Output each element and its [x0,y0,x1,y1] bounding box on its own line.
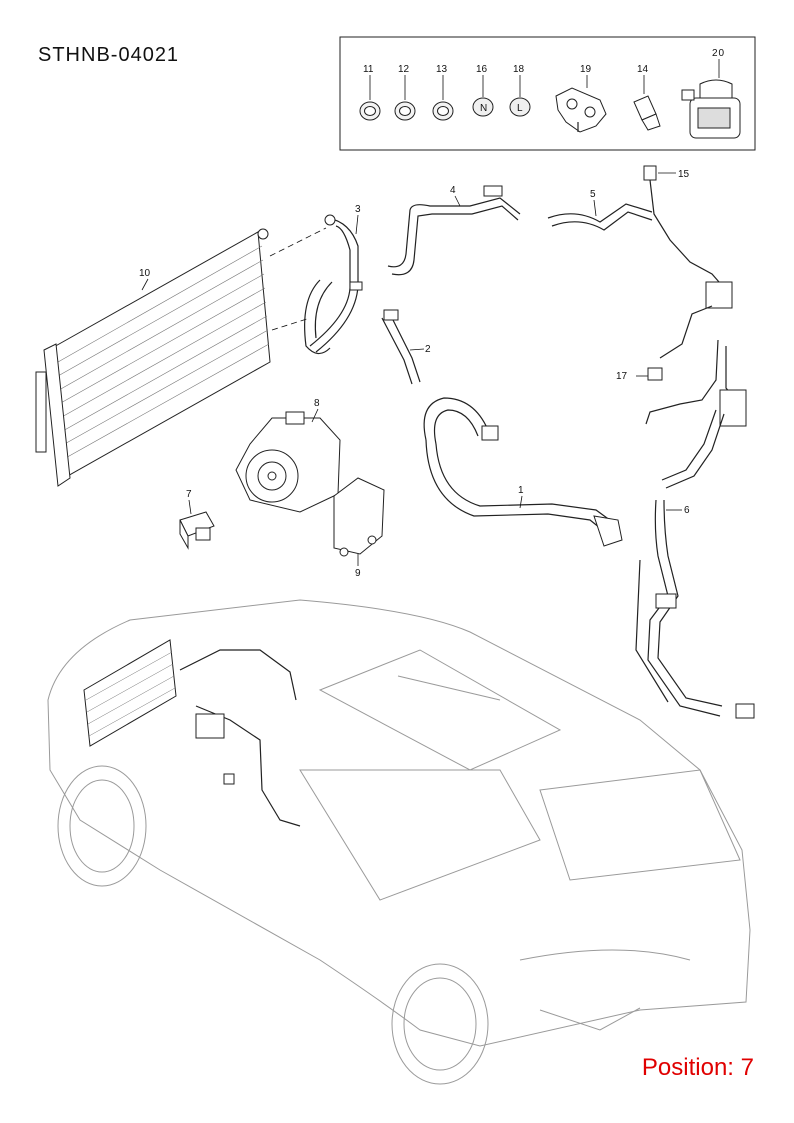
svg-text:11: 11 [363,64,374,75]
callout-9: 9 [355,568,361,579]
legend-box: 11 12 13 16 N 18 L [339,36,756,151]
compressor-part-8[interactable] [235,411,341,513]
cap-l-icon [509,97,531,117]
svg-text:N: N [480,103,487,114]
hose-part-1[interactable] [423,397,623,547]
svg-text:16: 16 [476,64,488,75]
pipe-cluster[interactable] [645,281,747,489]
callout-5: 5 [590,189,596,200]
callout-7: 7 [186,489,192,500]
svg-text:12: 12 [398,64,410,75]
legend-item-12[interactable]: 12 [394,64,416,121]
legend-item-14[interactable]: 14 [633,64,661,131]
svg-text:13: 13 [436,64,448,75]
legend-item-11[interactable]: 11 [359,64,381,121]
pipe-part-4[interactable] [387,185,521,276]
cap-n-icon [472,97,494,117]
hose-part-3[interactable] [304,214,363,355]
valve-core-icon [633,95,661,131]
legend-item-19[interactable]: 19 [555,64,607,133]
svg-text:19: 19 [580,64,592,75]
vehicle-outline [47,599,751,1085]
block-part-7[interactable] [179,511,215,550]
diagram-code: STHNB-04021 [38,44,180,66]
callout-17: 17 [616,371,628,382]
svg-text:20: 20 [712,48,725,59]
pipe-part-5[interactable] [547,203,653,231]
legend-item-16[interactable]: 16 N [472,64,494,117]
oil-bottle-icon [681,79,741,139]
svg-text:14: 14 [637,64,649,75]
legend-item-18[interactable]: 18 L [509,64,531,117]
callout-6: 6 [684,505,690,516]
vehicle-ac-system-overlay [83,639,301,827]
svg-text:18: 18 [513,64,525,75]
callout-15: 15 [678,169,690,180]
callout-1: 1 [518,485,524,496]
pipe-part-6[interactable] [635,499,755,719]
sensor-part-17[interactable] [647,367,663,381]
pipe-part-2[interactable] [381,309,421,385]
callout-8: 8 [314,398,320,409]
fitting-part-15[interactable] [643,165,727,291]
clamp-bracket-icon [555,87,607,133]
bracket-part-9[interactable] [333,477,385,557]
callout-3: 3 [355,204,361,215]
position-label: Position: 7 [641,1054,754,1081]
svg-text:L: L [517,103,523,114]
legend-item-13[interactable]: 13 [432,64,454,121]
callout-10: 10 [139,268,151,279]
callout-4: 4 [450,185,456,196]
condenser[interactable] [35,228,271,487]
callout-2: 2 [425,344,431,355]
legend-item-20[interactable]: 20 [681,48,741,139]
